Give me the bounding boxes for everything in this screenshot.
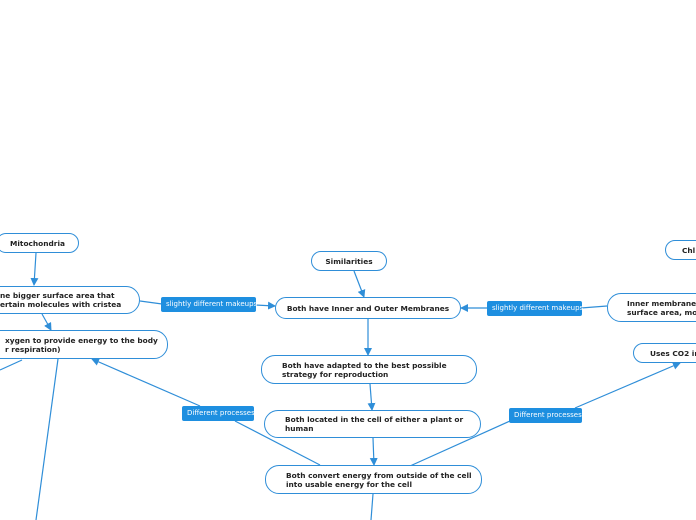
link-located-to-convert bbox=[369, 437, 378, 466]
node-uses-co2-label: Uses CO2 in bbox=[650, 348, 696, 358]
node-reproduction[interactable]: Both have adapted to the best possible s… bbox=[261, 355, 477, 384]
link-similarities-to-inner-outer bbox=[353, 270, 366, 298]
node-uses-co2[interactable]: Uses CO2 in bbox=[633, 343, 696, 363]
tag-process-right[interactable]: Different processes bbox=[509, 408, 582, 423]
link-surface-to-makeup-tag bbox=[139, 300, 163, 305]
node-located-in-cell[interactable]: Both located in the cell of either a pla… bbox=[264, 410, 481, 438]
link-mitochondria-to-surface bbox=[30, 252, 39, 286]
node-mitochondria[interactable]: Mitochondria bbox=[0, 233, 79, 253]
link-convert-down bbox=[370, 493, 374, 520]
tag-makeup-right-label: slightly different makeups bbox=[492, 304, 584, 312]
node-mito-surface-area[interactable]: ne bigger surface area that ertain molec… bbox=[0, 286, 140, 314]
node-chloro-inner-membrane-label: Inner membrane surface area, mor bbox=[627, 298, 696, 317]
node-inner-outer-membranes-label: Both have Inner and Outer Membranes bbox=[286, 303, 450, 313]
tag-process-left-label: Different processes bbox=[187, 409, 255, 417]
tag-makeup-left[interactable]: slightly different makeups bbox=[161, 297, 258, 312]
link-reproduction-to-located bbox=[367, 383, 376, 411]
tag-process-left[interactable]: Different processes bbox=[182, 406, 255, 421]
node-chloro-inner-membrane[interactable]: Inner membrane surface area, mor bbox=[607, 293, 696, 322]
node-chloroplast-label: Chl bbox=[682, 245, 696, 255]
node-reproduction-label: Both have adapted to the best possible s… bbox=[282, 360, 447, 379]
link-makeup-tag-to-inner-outer bbox=[254, 301, 276, 310]
tag-makeup-right[interactable]: slightly different makeups bbox=[487, 301, 584, 316]
node-mitochondria-label: Mitochondria bbox=[10, 238, 65, 248]
node-located-in-cell-label: Both located in the cell of either a pla… bbox=[285, 415, 464, 433]
link-convert-to-process-tag bbox=[234, 420, 321, 466]
node-similarities-label: Similarities bbox=[325, 256, 373, 266]
link-oxygen-to-left-a bbox=[0, 359, 23, 371]
node-mito-oxygen[interactable]: xygen to provide energy to the body r re… bbox=[0, 330, 168, 359]
node-convert-energy[interactable]: Both convert energy from outside of the … bbox=[265, 465, 482, 494]
tag-makeup-left-label: slightly different makeups bbox=[166, 300, 258, 308]
node-chloroplast[interactable]: Chl bbox=[665, 240, 696, 260]
link-oxygen-down bbox=[35, 358, 59, 520]
link-process-tag-right-to-co2 bbox=[574, 362, 681, 409]
link-process-tag-to-oxygen bbox=[91, 358, 201, 407]
node-similarities[interactable]: Similarities bbox=[311, 251, 387, 271]
tag-process-right-label: Different processes bbox=[514, 411, 582, 419]
link-surface-to-oxygen bbox=[41, 313, 52, 331]
node-mito-oxygen-label: xygen to provide energy to the body r re… bbox=[5, 335, 158, 354]
link-chloro-inner-to-makeup-tag bbox=[580, 305, 608, 309]
node-mito-surface-area-label: ne bigger surface area that ertain molec… bbox=[0, 291, 122, 309]
node-convert-energy-label: Both convert energy from outside of the … bbox=[286, 470, 472, 489]
node-inner-outer-membranes[interactable]: Both have Inner and Outer Membranes bbox=[275, 297, 461, 319]
link-convert-to-process-tag-right bbox=[409, 420, 511, 467]
